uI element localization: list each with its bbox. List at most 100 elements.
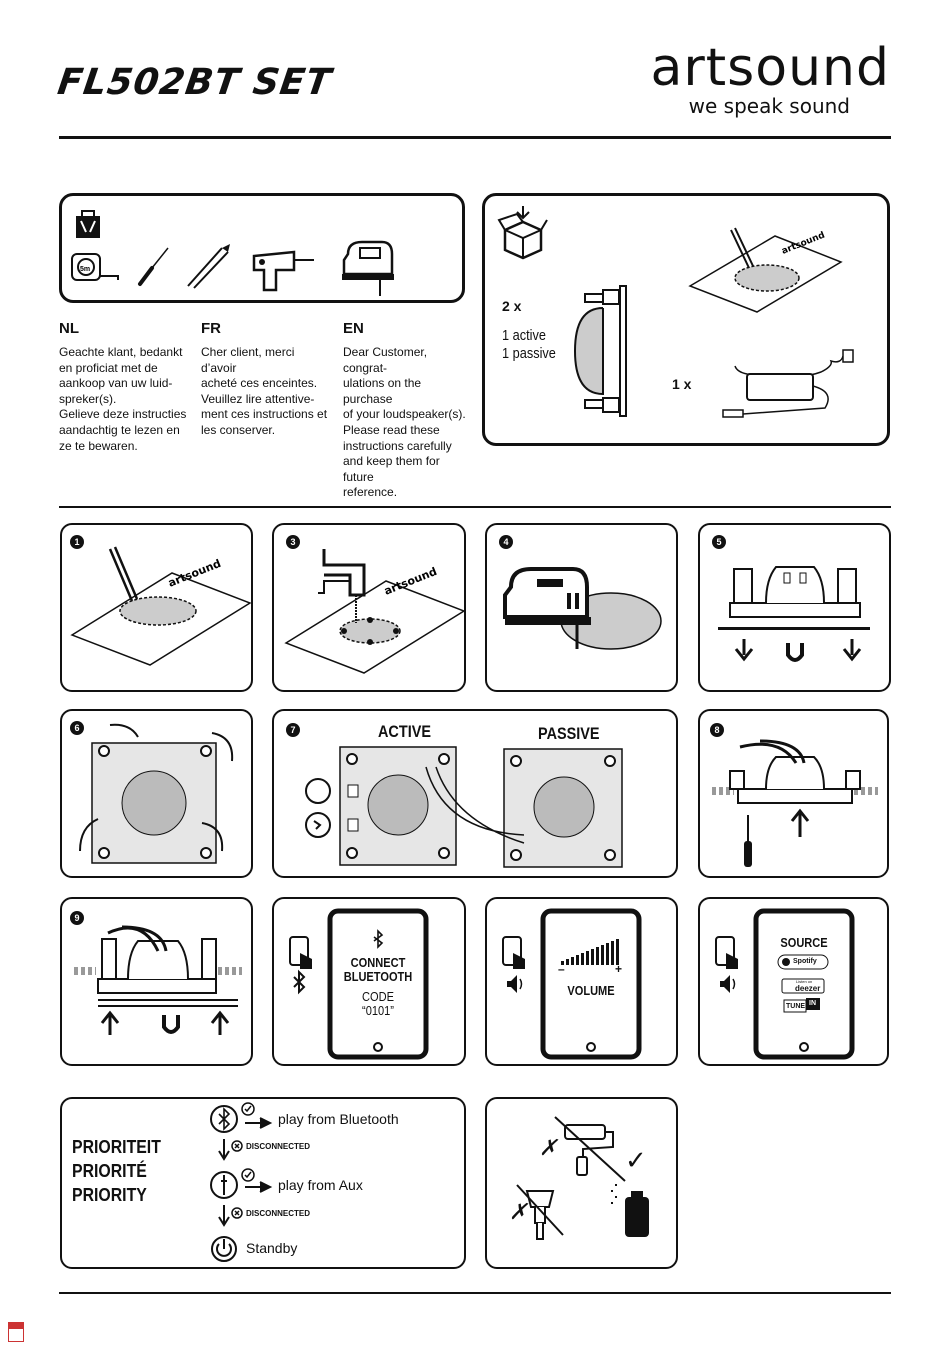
volume-minus: –	[558, 962, 565, 976]
priority-disconnected-2: DISCONNECTED	[246, 1209, 311, 1218]
tape-label: 5m	[80, 266, 90, 273]
priority-bluetooth: play from Bluetooth	[278, 1111, 399, 1127]
intro-text-fr: Cher client, merci d’avoir acheté ces en…	[201, 345, 328, 437]
intro-text-en: Dear Customer, congrat- ulations on the …	[343, 345, 466, 500]
phone-tap-icon	[289, 936, 312, 969]
cutout-template-icon	[688, 227, 843, 313]
screwdriver-icon	[138, 247, 169, 286]
step-number: 6	[70, 721, 84, 735]
header-divider	[59, 136, 891, 139]
priority-aux: play from Aux	[278, 1177, 363, 1193]
paint-panel: ✗ ✗ ✓	[485, 1097, 678, 1269]
step-6-panel: 6	[60, 709, 253, 878]
step-number: 3	[286, 535, 300, 549]
priority-label-en: PRIORITY	[72, 1185, 147, 1205]
active-label: ACTIVE	[378, 722, 431, 741]
pdf-icon	[8, 1322, 24, 1342]
pencil-icon	[187, 244, 230, 289]
bluetooth-line: BLUETOOTH	[343, 969, 413, 984]
power-icon	[211, 1236, 237, 1262]
speaker-side-view	[573, 285, 627, 417]
code-label: CODE	[362, 989, 394, 1004]
power-adapter-icon	[722, 349, 854, 418]
check-circle-icon	[241, 1102, 255, 1116]
priority-standby: Standby	[246, 1240, 298, 1256]
step-9-panel: 9	[60, 897, 253, 1066]
speaker-volume-icon	[507, 975, 523, 993]
step-8-panel: 8	[698, 709, 889, 878]
step-4-panel: 4	[485, 523, 678, 692]
cross-roller: ✗	[539, 1135, 558, 1160]
aux-icon	[210, 1171, 238, 1199]
step-number: 5	[712, 535, 726, 549]
step-number: 4	[499, 535, 513, 549]
intro-en: EN Dear Customer, congrat- ulations on t…	[343, 320, 473, 501]
cross-brush: ✗	[509, 1199, 528, 1224]
priority-disconnected-1: DISCONNECTED	[246, 1142, 311, 1151]
brand-logo: artsound we speak sound	[651, 40, 890, 118]
step-1-panel: 1 artsound	[60, 523, 253, 692]
section-divider	[59, 506, 891, 508]
x-circle-icon	[231, 1140, 243, 1152]
lang-code-fr: FR	[201, 320, 221, 337]
step-3-panel: 3 artsound	[272, 523, 466, 692]
footer-divider	[59, 1292, 891, 1294]
priority-label-nl: PRIORITEIT	[72, 1137, 161, 1157]
tunein-label-a[interactable]: TUNE	[786, 1003, 806, 1010]
source-panel: SOURCE Spotify Listen on deezer TUNE IN	[698, 897, 889, 1066]
toolbox-icon	[76, 210, 100, 238]
intro-nl: NL Geachte klant, bedankt en proficiat m…	[59, 320, 189, 454]
deezer-small: Listen on	[796, 979, 813, 984]
phone-tap-icon	[502, 936, 525, 969]
drill-icon	[252, 250, 314, 292]
spotify-label[interactable]: Spotify	[793, 958, 817, 965]
passive-label: PASSIVE	[538, 724, 600, 743]
source-label: SOURCE	[780, 935, 828, 950]
step-7-panel: 7 ACTIVE PASSIVE	[272, 709, 678, 878]
bluetooth-panel: CONNECT BLUETOOTH CODE “0101”	[272, 897, 466, 1066]
speaker-active: 1 active	[502, 327, 546, 344]
connect-line: CONNECT	[350, 955, 406, 970]
intro-fr: FR Cher client, merci d’avoir acheté ces…	[201, 320, 331, 439]
check-circle-icon	[241, 1168, 255, 1182]
paint-brush-icon	[516, 1184, 564, 1240]
speaker-volume-icon	[720, 975, 736, 993]
step-number: 7	[286, 723, 300, 737]
step-number: 8	[710, 723, 724, 737]
bluetooth-icon	[293, 969, 306, 995]
spray-can-icon	[611, 1184, 649, 1237]
speaker-passive: 1 passive	[502, 345, 556, 362]
bluetooth-icon	[210, 1105, 238, 1133]
tape-measure-icon	[71, 253, 119, 281]
volume-bars	[561, 939, 619, 965]
priority-panel: PRIORITEIT PRIORITÉ PRIORITY	[60, 1097, 466, 1269]
adapter-qty: 1 x	[672, 376, 692, 392]
brand-name: artsound	[650, 38, 890, 98]
brand-tagline: we speak sound	[688, 94, 850, 118]
x-circle-icon	[231, 1207, 243, 1219]
jigsaw-icon	[342, 240, 394, 296]
priority-label-fr: PRIORITÉ	[72, 1161, 147, 1181]
check-spray: ✓	[625, 1145, 647, 1175]
code-value: “0101”	[362, 1003, 394, 1018]
product-title: FL502BT SET	[55, 62, 335, 103]
step-5-panel: 5	[698, 523, 891, 692]
phone-tap-icon	[715, 936, 738, 969]
paint-roller-icon	[554, 1116, 626, 1182]
open-box-icon	[497, 206, 548, 260]
tunein-label-b[interactable]: IN	[809, 1000, 816, 1007]
priority-labels: PRIORITEIT PRIORITÉ PRIORITY	[72, 1135, 173, 1207]
step-number: 1	[70, 535, 84, 549]
volume-panel: – + VOLUME	[485, 897, 678, 1066]
deezer-label[interactable]: deezer	[795, 984, 821, 993]
box-contents-panel: artsound 2 x 1 active 1 passive 1 x	[482, 193, 890, 446]
lang-code-en: EN	[343, 320, 364, 337]
tablet-bluetooth-text: CONNECT BLUETOOTH CODE “0101”	[339, 956, 417, 1018]
tools-panel: 5m	[59, 193, 465, 303]
intro-text-nl: Geachte klant, bedankt en proficiat met …	[59, 345, 187, 453]
speaker-qty: 2 x	[502, 298, 522, 314]
step-number: 9	[70, 911, 84, 925]
volume-plus: +	[615, 962, 623, 976]
volume-label: VOLUME	[567, 983, 615, 998]
lang-code-nl: NL	[59, 320, 79, 337]
